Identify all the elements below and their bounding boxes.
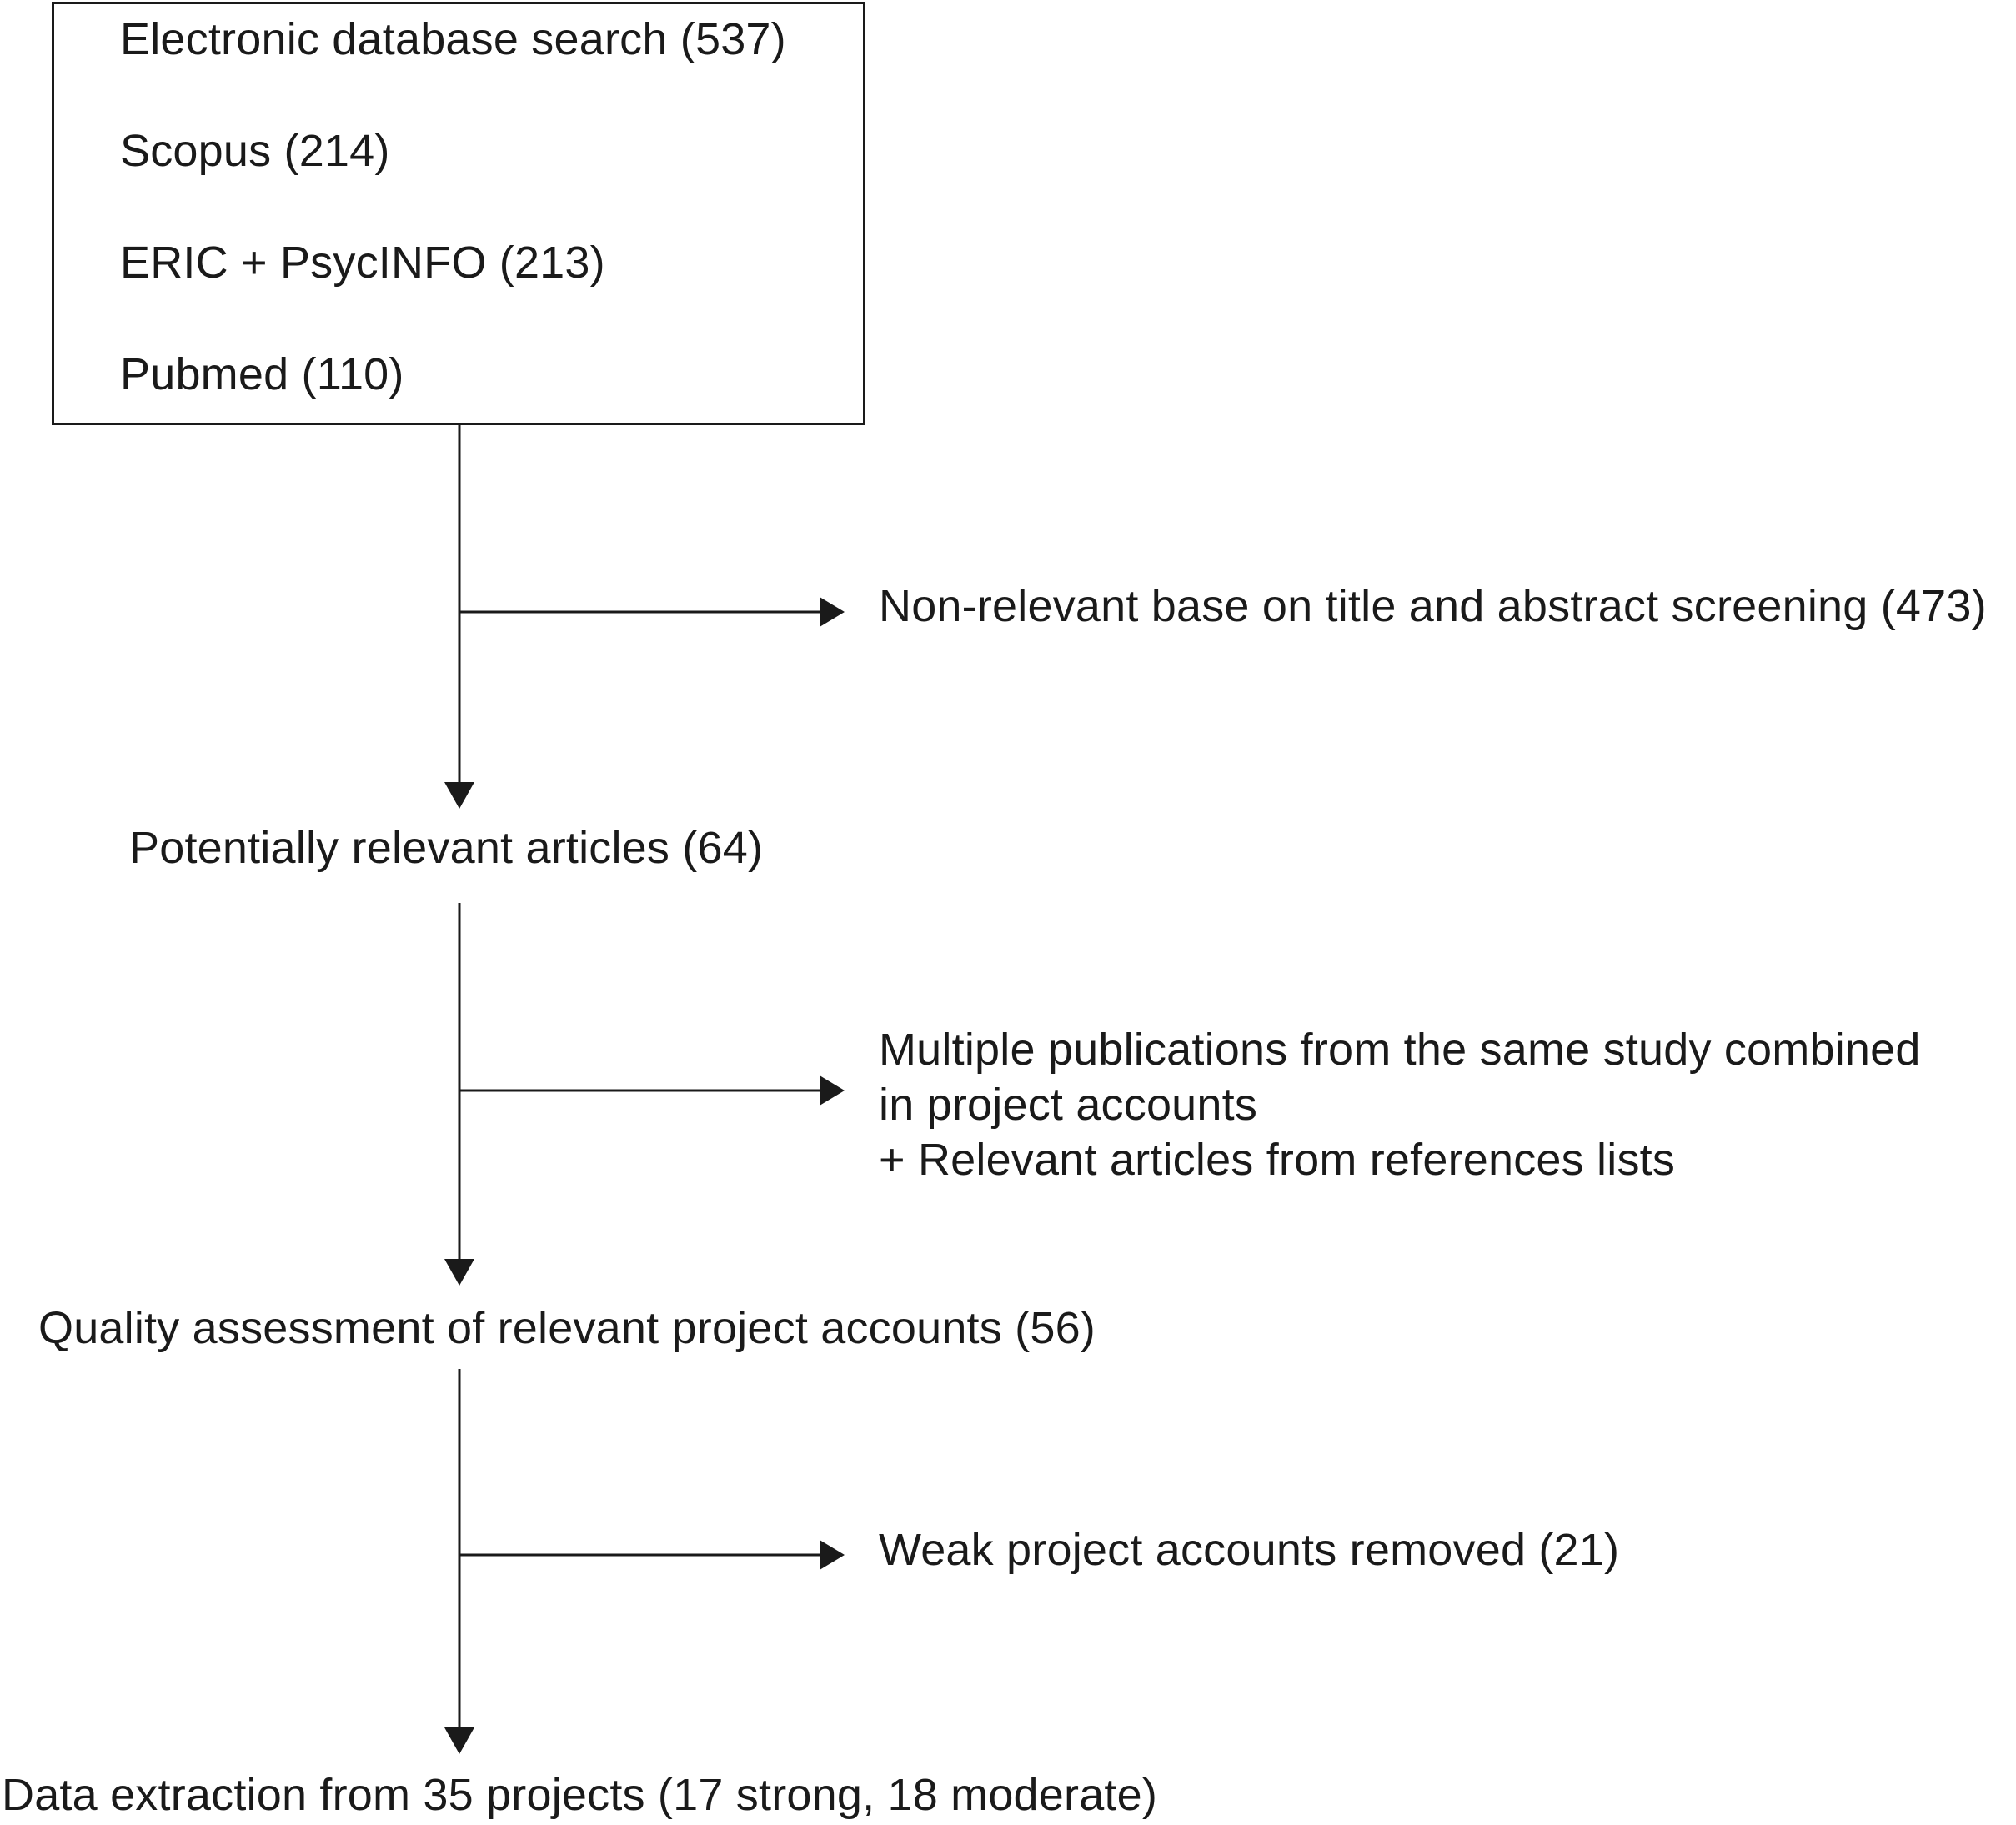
adjustment-line-1: Multiple publications from the same stud… xyxy=(879,1025,1921,1075)
arrow-right-2 xyxy=(820,1075,845,1106)
arrow-down-1 xyxy=(444,782,474,809)
adjustment-line-2: in project accounts xyxy=(879,1080,1258,1130)
arrow-right-3 xyxy=(820,1540,845,1570)
source-item-eric-psycinfo: ERIC + PsycINFO (213) xyxy=(120,238,605,288)
exclusion-title-abstract: Non-relevant base on title and abstract … xyxy=(879,581,1987,631)
source-item-pubmed: Pubmed (110) xyxy=(120,349,404,399)
arrow-right-1 xyxy=(820,597,845,627)
source-title: Electronic database search (537) xyxy=(120,14,786,64)
arrow-down-3 xyxy=(444,1727,474,1754)
stage-data-extraction: Data extraction from 35 projects (17 str… xyxy=(2,1770,1158,1820)
stage-quality-assessment: Quality assessment of relevant project a… xyxy=(38,1303,1096,1353)
arrow-down-2 xyxy=(444,1259,474,1286)
stage-potentially-relevant: Potentially relevant articles (64) xyxy=(129,823,764,873)
source-box xyxy=(52,2,865,425)
adjustment-line-3: + Relevant articles from references list… xyxy=(879,1135,1676,1185)
exclusion-weak-accounts: Weak project accounts removed (21) xyxy=(879,1525,1620,1575)
source-item-scopus: Scopus (214) xyxy=(120,126,390,176)
